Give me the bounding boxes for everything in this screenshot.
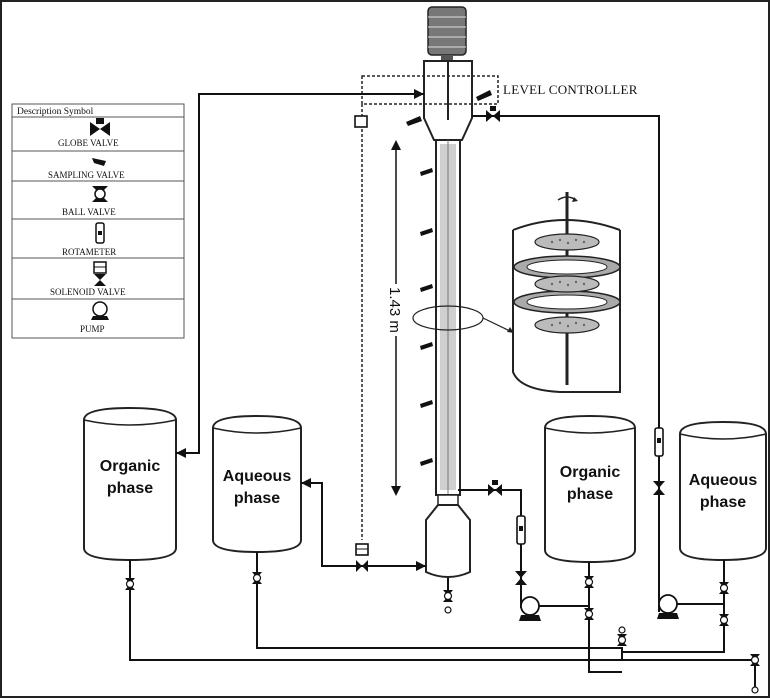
globe-valve-icon xyxy=(90,118,110,136)
top-sampling-valve-icon xyxy=(406,116,422,126)
sampling-valve-icon xyxy=(92,158,106,166)
legend-label-solenoid-valve: SOLENOID VALVE xyxy=(50,287,126,297)
column-height-label: 1.43 m xyxy=(386,287,403,333)
flow-arrows xyxy=(176,89,426,571)
tank-organic-left-line-2: phase xyxy=(107,480,153,497)
legend-header: Description Symbol xyxy=(17,107,94,117)
tank-aqueous-left: Aqueous phase xyxy=(212,414,302,554)
legend-label-globe-valve: GLOBE VALVE xyxy=(58,138,119,148)
legend-label-pump: PUMP xyxy=(80,324,105,334)
pumps xyxy=(519,594,679,621)
agitated-stage-detail xyxy=(512,192,621,393)
solenoid-valve-on-aqueous-line xyxy=(355,543,369,556)
tank-organic-right-line-1: Organic xyxy=(560,464,621,481)
legend-label-sampling-valve: SAMPLING VALVE xyxy=(48,170,125,180)
level-sampling-valve-icon xyxy=(476,90,492,101)
level-controller-label: LEVEL CONTROLLER xyxy=(503,82,638,97)
legend-label-ball-valve: BALL VALVE xyxy=(62,207,116,217)
tank-aqueous-right: Aqueous phase xyxy=(679,420,767,562)
pump-icon xyxy=(91,301,109,320)
legend: Description Symbol GLOBE VALVE SAMPLING … xyxy=(11,103,185,339)
rotameter-icon xyxy=(95,222,105,244)
bottom-settler xyxy=(425,504,471,578)
pipe-rotameters xyxy=(516,427,664,545)
column-sampling-ports xyxy=(420,168,433,466)
level-controller-sensor xyxy=(354,115,368,128)
legend-label-rotameter: ROTAMETER xyxy=(62,247,116,257)
tank-organic-right-line-2: phase xyxy=(567,486,613,503)
ball-valve-icon xyxy=(92,186,108,202)
flow-meter-globes xyxy=(486,106,502,496)
stage-detail-callout xyxy=(412,305,514,333)
tank-organic-right: Organic phase xyxy=(544,414,636,564)
tank-aqueous-left-line-1: Aqueous xyxy=(223,468,292,485)
tank-aqueous-right-line-1: Aqueous xyxy=(689,472,758,489)
tank-organic-left: Organic phase xyxy=(83,406,177,562)
tank-aqueous-left-line-2: phase xyxy=(234,490,280,507)
column-height-dimension: 1.43 m xyxy=(386,140,406,496)
tank-organic-left-line-1: Organic xyxy=(100,458,161,475)
tank-aqueous-right-line-2: phase xyxy=(700,494,746,511)
drain-ball-valve-icon xyxy=(443,590,453,602)
pipe-globe-valves xyxy=(356,481,665,585)
motor xyxy=(427,6,467,56)
level-controller-loop: LEVEL CONTROLLER xyxy=(354,75,638,540)
extraction-column xyxy=(406,6,492,614)
solenoid-valve-icon xyxy=(93,261,107,286)
pipe-ball-valves xyxy=(125,572,760,694)
